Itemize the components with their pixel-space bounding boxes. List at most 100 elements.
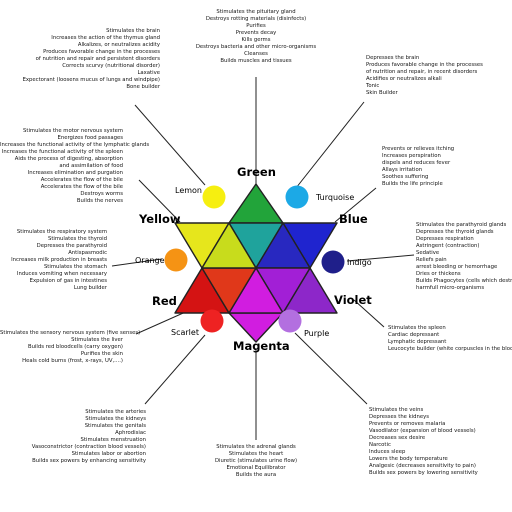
- label-green: Green: [237, 165, 276, 179]
- desc-scarlet-line: Stimulates the liver: [71, 337, 123, 344]
- desc-yellow-line: Accelerates the flow of the bile: [40, 184, 123, 191]
- connector-indigo: [346, 254, 415, 262]
- label-indigo: Indigo: [347, 258, 372, 267]
- desc-purple-line: Prevents or removes malaria: [369, 421, 446, 428]
- connector-red: [144, 334, 206, 405]
- desc-violet-line: Lymphatic depressant: [388, 339, 447, 346]
- desc-indigo-line: arrest bleeding or hemorrhage: [416, 264, 498, 271]
- desc-red-line: Builds sex powers by enhancing sensitivi…: [32, 458, 146, 465]
- desc-indigo-line: Depresses the thyroid glands: [416, 229, 494, 236]
- desc-green-line: Stimulates the pituitary gland: [216, 9, 296, 15]
- desc-yellow-line: Accelerates the flow of the bile: [40, 177, 123, 184]
- desc-turquoise-line: of nutrition and repair, in recent disor…: [366, 69, 478, 76]
- desc-indigo-line: Depresses respiration: [416, 236, 474, 243]
- desc-turquoise-line: Produces favorable change in the process…: [366, 62, 483, 69]
- desc-turquoise-line: Depresses the brain: [366, 55, 420, 61]
- triangle-green: [228, 183, 284, 224]
- desc-orange-line: Lung builder: [73, 285, 107, 292]
- circle-turquoise: [285, 185, 309, 209]
- desc-yellow-line: Energizes food passages: [57, 135, 123, 142]
- desc-lemon-line: Bone builder: [126, 84, 160, 91]
- desc-lemon-line: Laxative: [137, 70, 160, 77]
- label-scarlet: Scarlet: [171, 328, 199, 337]
- desc-yellow-line: and assimilation of food: [59, 163, 123, 170]
- desc-purple-line: Vasodilator (expansion of blood vessels): [369, 428, 476, 435]
- desc-purple-line: Builds sex powers by lowering sensitivit…: [369, 470, 478, 477]
- desc-purple-line: Narcotic: [369, 442, 391, 449]
- desc-red-line: Stimulates the genitals: [84, 423, 146, 430]
- desc-red-line: Stimulates the kidneys: [85, 416, 146, 423]
- desc-orange-line: Stimulates the thyroid: [47, 236, 107, 243]
- connector-turquoise: [295, 101, 365, 189]
- connector-blue: [334, 187, 377, 223]
- desc-blue-line: Prevents or relieves itching: [382, 146, 455, 152]
- desc-purple-line: Stimulates the veins: [369, 407, 424, 413]
- desc-yellow-line: Aids the process of digesting, absorptio…: [14, 156, 123, 163]
- desc-blue-line: Builds the life principle: [382, 181, 443, 188]
- desc-purple-line: Decreases sex desire: [369, 435, 426, 442]
- desc-magenta-line: Builds the aura: [235, 472, 277, 479]
- label-orange: Orange: [135, 256, 165, 265]
- desc-red-line: Vasoconstrictor (contraction blood vesse…: [31, 444, 146, 451]
- desc-orange-line: Antispasmodic: [68, 250, 107, 257]
- connector-scarlet: [135, 309, 191, 335]
- desc-scarlet-line: Heals cold burns (frost, x-rays, UV,....…: [22, 358, 123, 365]
- desc-yellow-line: Destroys worms: [80, 191, 123, 198]
- desc-violet-line: Cardiac depressant: [388, 332, 440, 339]
- label-lemon: Lemon: [175, 186, 202, 195]
- desc-violet-line: Stimulates the spleen: [388, 325, 446, 331]
- label-yellow: Yellow: [139, 212, 181, 226]
- desc-orange-line: Expulsion of gas in intestines: [29, 278, 107, 285]
- desc-indigo-line: Dries or thickens: [416, 271, 461, 278]
- circle-purple: [278, 309, 302, 333]
- desc-blue-line: Increases perspiration: [382, 153, 441, 160]
- desc-red-line: Aphrodisiac: [115, 430, 146, 437]
- desc-green-line: Destroys bacteria and other micro-organi…: [195, 44, 317, 51]
- desc-green-line: Cleanses: [244, 51, 268, 58]
- desc-blue-line: Soothes suffering: [382, 174, 429, 181]
- desc-blue-line: Allays irritation: [382, 167, 423, 174]
- desc-indigo-line: Astringent (contraction): [416, 243, 480, 250]
- desc-yellow-line: Increases the functional activity of the…: [1, 149, 123, 156]
- circle-orange: [164, 248, 188, 272]
- connector-purple: [294, 332, 368, 405]
- desc-orange-line: Stimulates the stomach: [43, 264, 107, 271]
- connector-violet: [353, 299, 385, 328]
- desc-purple-line: Lowers the body temperature: [369, 456, 448, 463]
- circle-lemon: [202, 185, 226, 209]
- desc-lemon-line: Corrects scurvy (nutritional disorder): [62, 63, 160, 70]
- desc-green-line: Purifies: [246, 23, 266, 30]
- desc-magenta-line: Diuretic (stimulates urine flow): [214, 458, 298, 465]
- desc-scarlet-line: Purifies the skin: [80, 351, 123, 358]
- desc-scarlet-line: Stimulates the sensory nervous system (f…: [0, 330, 141, 336]
- desc-green-line: Prevents decay: [235, 30, 277, 37]
- desc-green-line: Destroys rotting materials (disinfects): [205, 16, 307, 23]
- connector-orange: [111, 258, 163, 267]
- desc-scarlet: Stimulates the sensory nervous system (f…: [0, 330, 141, 365]
- desc-lemon-line: Increases the action of the thymus gland: [51, 35, 160, 42]
- desc-orange-line: Induces vomiting when necessary: [16, 271, 107, 278]
- desc-scarlet-line: Builds red bloodcells (carry oxygen): [27, 344, 123, 351]
- star-segments: [174, 183, 338, 343]
- desc-violet-line: Leucocyte builder (white corpuscles in t…: [388, 346, 512, 353]
- label-blue: Blue: [339, 212, 368, 226]
- desc-indigo-line: Builds Phagocytes (cells which destroy: [416, 278, 512, 285]
- label-red: Red: [152, 294, 177, 308]
- desc-yellow-line: Builds the nerves: [76, 198, 123, 205]
- desc-purple-line: Induces sleep: [369, 449, 406, 456]
- connector-lines: [111, 77, 415, 440]
- circle-indigo: [321, 250, 345, 274]
